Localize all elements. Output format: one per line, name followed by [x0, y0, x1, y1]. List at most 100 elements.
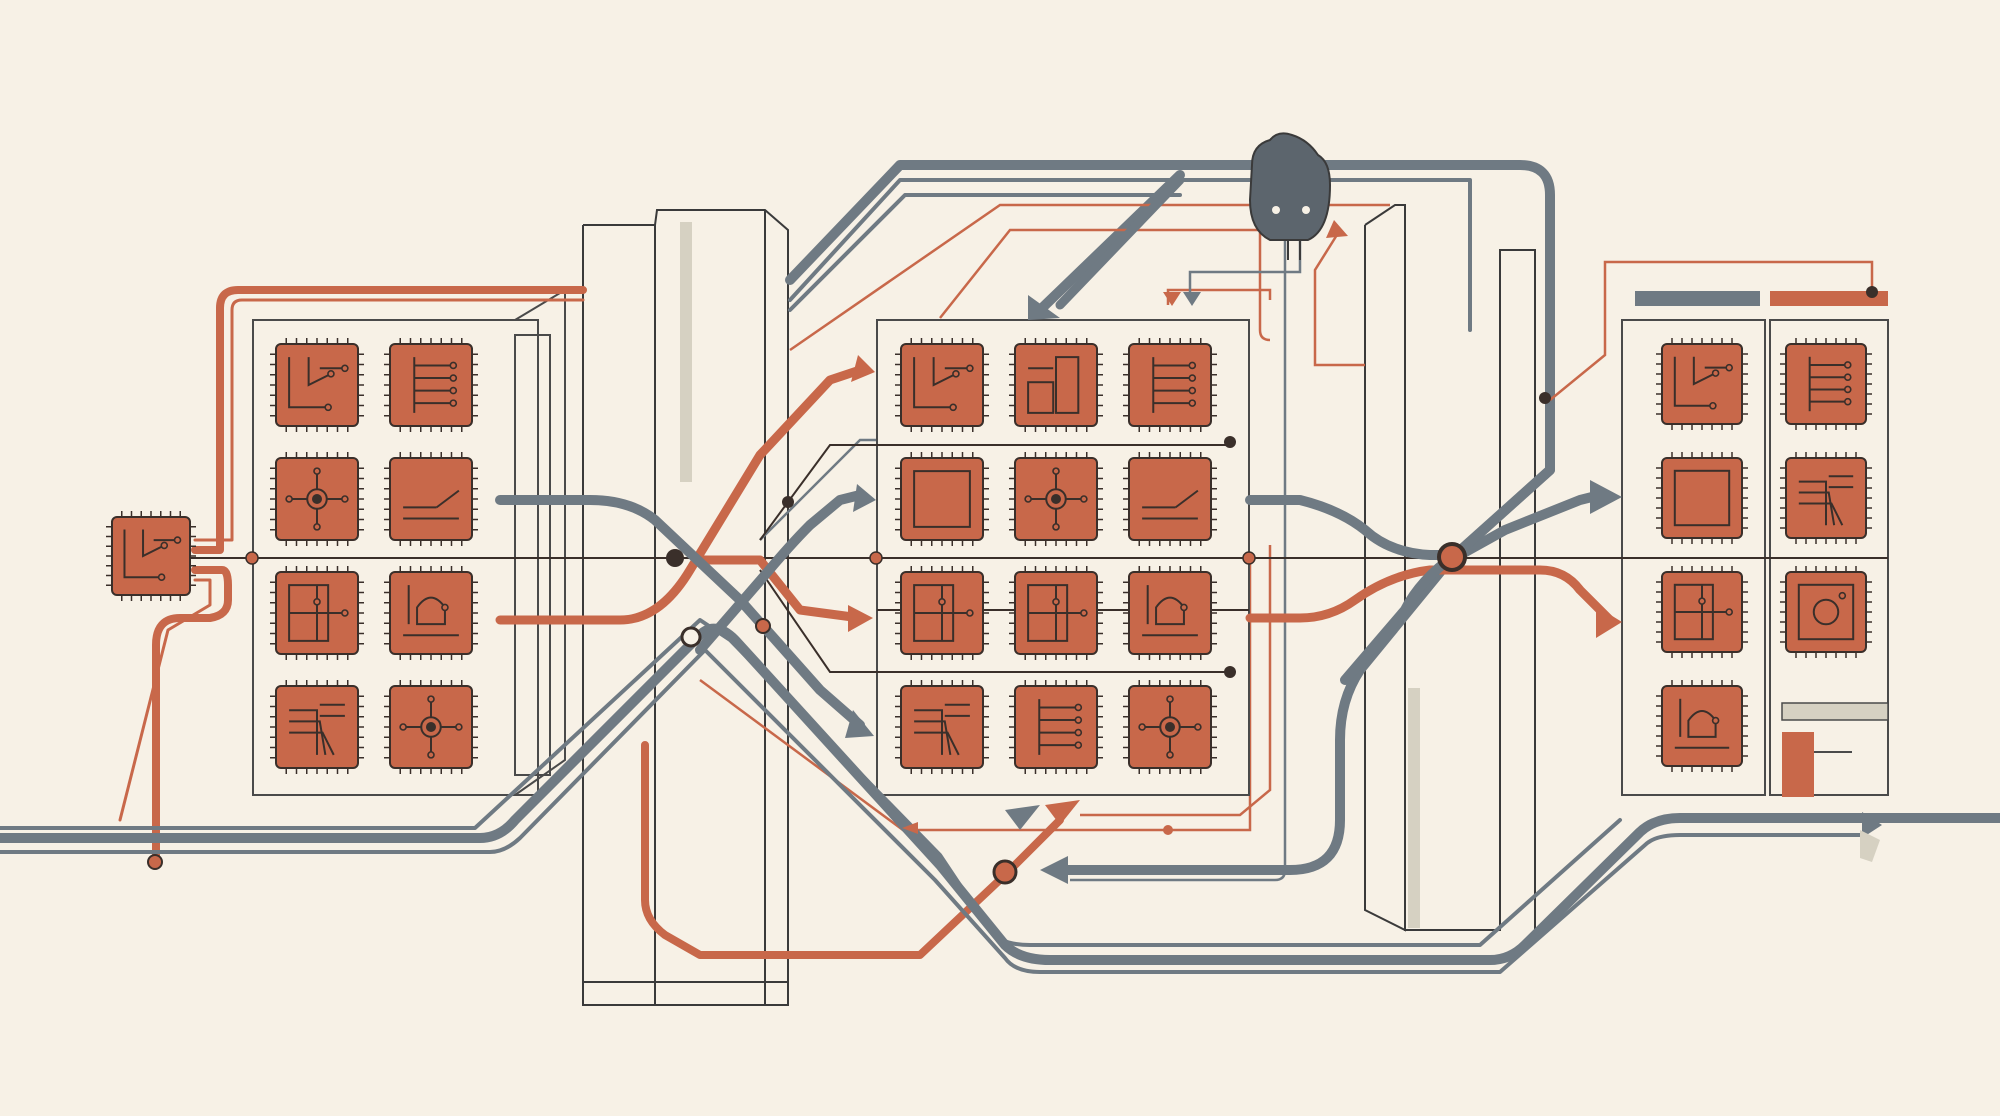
- chip-icon: [1780, 566, 1872, 658]
- copper-trace-bottom-2: [1080, 545, 1272, 817]
- gray-route-bottom-inner-2: [0, 618, 1622, 947]
- chip-icon: [384, 566, 478, 660]
- junction-ring: [755, 618, 771, 634]
- chip-icon: [270, 680, 364, 774]
- junction-ring: [245, 551, 259, 565]
- junction-ring: [1242, 551, 1256, 565]
- copper-route-down: [152, 566, 232, 864]
- arrow-icon: [848, 605, 873, 632]
- chip-icon: [895, 680, 989, 774]
- chip-icon: [1780, 452, 1872, 544]
- chip-icon: [1009, 680, 1103, 774]
- gray-route-upper-loop-inner: [788, 178, 1472, 332]
- gray-route-bottom-inner: [0, 648, 1862, 974]
- gray-trace-vertical: [1070, 240, 1287, 882]
- junction-dot: [1539, 392, 1551, 404]
- copper-route-to-middle: [495, 365, 865, 625]
- chip-icon: [1656, 452, 1748, 544]
- output-legend-bar: [1781, 702, 1889, 721]
- copper-thin-traces: [699, 203, 1874, 852]
- junction-ring: [680, 626, 702, 648]
- chip-icon: [1009, 452, 1103, 546]
- gray-route-middle-exit: [1245, 490, 1605, 560]
- chip-icon: [1656, 566, 1748, 658]
- chip-icon: [270, 452, 364, 546]
- junction-ring: [992, 859, 1018, 885]
- output-header-gray: [1635, 291, 1760, 306]
- node-body: [1248, 132, 1332, 241]
- copper-route-top-inner: [193, 298, 585, 542]
- junction-dot: [1224, 436, 1236, 448]
- arrow-icon: [1596, 606, 1622, 638]
- frame-structures: [582, 204, 1536, 1006]
- chip-icon: [1009, 566, 1103, 660]
- junction-dots: [147, 286, 1878, 885]
- right-tower-front: [1404, 205, 1536, 931]
- gray-upper-routes: [785, 160, 1555, 875]
- chip-icon: [1123, 566, 1217, 660]
- copper-trace-output-top: [1549, 260, 1874, 401]
- arrow-icon: [1163, 292, 1181, 306]
- copper-route-down-inner: [118, 578, 212, 822]
- node-eye: [1302, 206, 1310, 214]
- copper-trace-right-loop: [1313, 229, 1365, 367]
- junction-dot: [666, 549, 684, 567]
- junction-dot: [782, 496, 794, 508]
- chip-icon: [1123, 338, 1217, 432]
- chip-icon: [895, 566, 989, 660]
- junction-dot: [1163, 825, 1173, 835]
- node-eye: [1272, 206, 1280, 214]
- junction-dot: [1866, 286, 1878, 298]
- junction-ring: [869, 551, 883, 565]
- arrow-icon: [1028, 295, 1060, 320]
- arrow-icon: [1045, 800, 1080, 825]
- chip-icon: [106, 511, 196, 601]
- arrow-icon: [1326, 220, 1348, 238]
- chip-icon: [1656, 338, 1748, 430]
- arrow-icon: [853, 484, 876, 512]
- arrow-icon: [1040, 856, 1068, 884]
- gray-route-bottom-main: [0, 623, 2000, 965]
- copper-trace-mid-diag: [699, 678, 931, 852]
- copper-trace-top-2: [939, 228, 1271, 342]
- arrow-icon: [1590, 480, 1622, 514]
- copper-routes: [118, 286, 1615, 959]
- output-arrow-icon: [1860, 830, 1880, 862]
- chip-icon: [1656, 680, 1748, 772]
- gray-route-upper-loop-inner-2: [788, 193, 1182, 312]
- bus-upper-branch: [759, 444, 1230, 541]
- arrowheads: [845, 220, 1882, 884]
- chip-icon: [384, 452, 478, 546]
- gray-route-diag-down: [1035, 170, 1185, 315]
- junction-ring: [147, 854, 163, 870]
- arrow-icon: [902, 822, 918, 834]
- left-tower-front: [654, 209, 789, 1006]
- arrow-icon: [1183, 292, 1201, 306]
- gray-route-input-exit: [495, 495, 865, 730]
- chip-icon: [1123, 680, 1217, 774]
- copper-route-mid-lower: [695, 555, 865, 623]
- bus-lower-branch: [759, 569, 1230, 673]
- right-tower-outline: [1364, 204, 1406, 932]
- processing-node-icon: [1248, 132, 1332, 260]
- right-tower-shade: [1408, 688, 1420, 928]
- chip-layer: [106, 338, 1872, 774]
- chip-icon: [895, 338, 989, 432]
- chip-icon: [384, 680, 478, 774]
- left-tower-shade: [680, 222, 692, 482]
- input-board-side: [514, 288, 566, 796]
- chip-icon: [270, 338, 364, 432]
- arrow-icon: [845, 710, 874, 738]
- output-header-copper: [1770, 291, 1888, 306]
- copper-route-top: [191, 286, 587, 554]
- output-legend-block: [1782, 732, 1814, 797]
- gray-route-upper-arrow: [1055, 175, 1185, 310]
- gray-route-right-diag: [1340, 465, 1555, 685]
- chip-icon: [1123, 452, 1217, 546]
- copper-route-right: [1245, 565, 1615, 625]
- chip-icon: [1780, 338, 1872, 430]
- gray-route-upper-loop: [785, 160, 1555, 875]
- gray-route-cross-up: [695, 490, 865, 655]
